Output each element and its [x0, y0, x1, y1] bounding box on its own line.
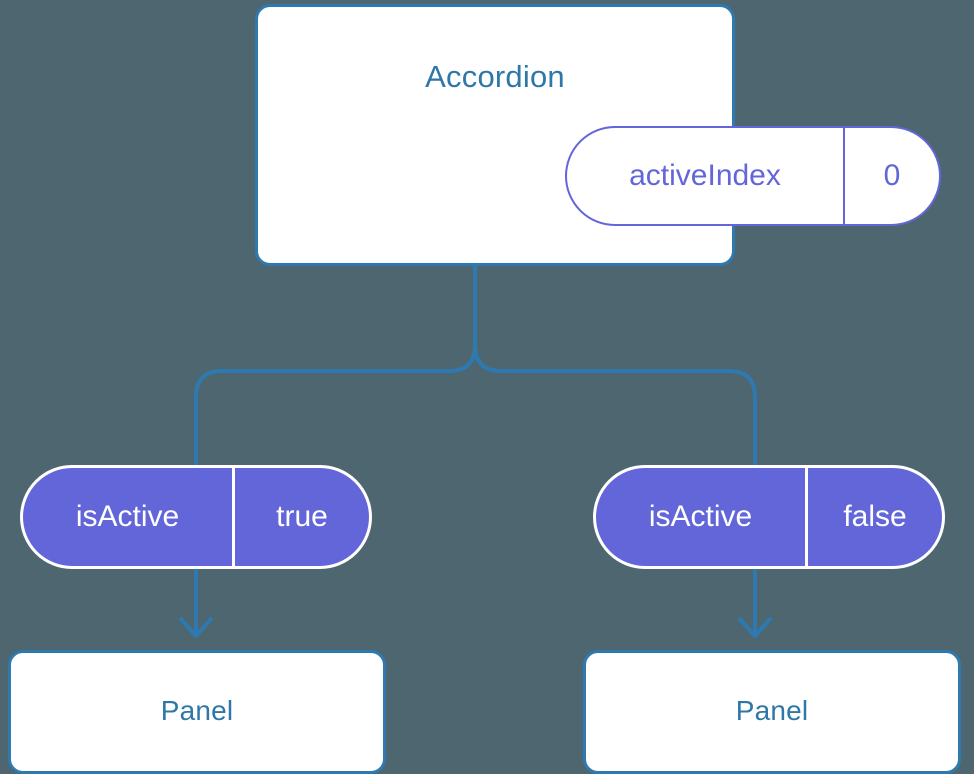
state-pill-active-index[interactable]: activeIndex 0	[565, 126, 941, 226]
state-pill-key: activeIndex	[567, 128, 845, 224]
arrow-right-pill-to-panel	[738, 568, 772, 638]
prop-pill-value: false	[843, 500, 907, 533]
panel-component-box-left: Panel	[8, 650, 386, 774]
panel-title: Panel	[735, 695, 809, 726]
accordion-title: Accordion	[425, 59, 565, 94]
prop-pill-key: isActive	[596, 468, 808, 566]
prop-pill-is-active-true[interactable]: isActive true	[20, 465, 372, 569]
arrow-left-pill-to-panel	[179, 568, 213, 638]
connector-root-split-right	[473, 343, 757, 468]
connector-root-split	[194, 264, 477, 468]
state-pill-value: 0	[883, 159, 901, 192]
prop-pill-key: isActive	[23, 468, 235, 566]
panel-title: Panel	[160, 695, 234, 726]
panel-component-box-right: Panel	[583, 650, 961, 774]
accordion-component-box: Accordion activeIndex 0	[255, 4, 941, 266]
prop-pill-value: true	[276, 500, 328, 533]
prop-pill-is-active-false[interactable]: isActive false	[593, 465, 945, 569]
